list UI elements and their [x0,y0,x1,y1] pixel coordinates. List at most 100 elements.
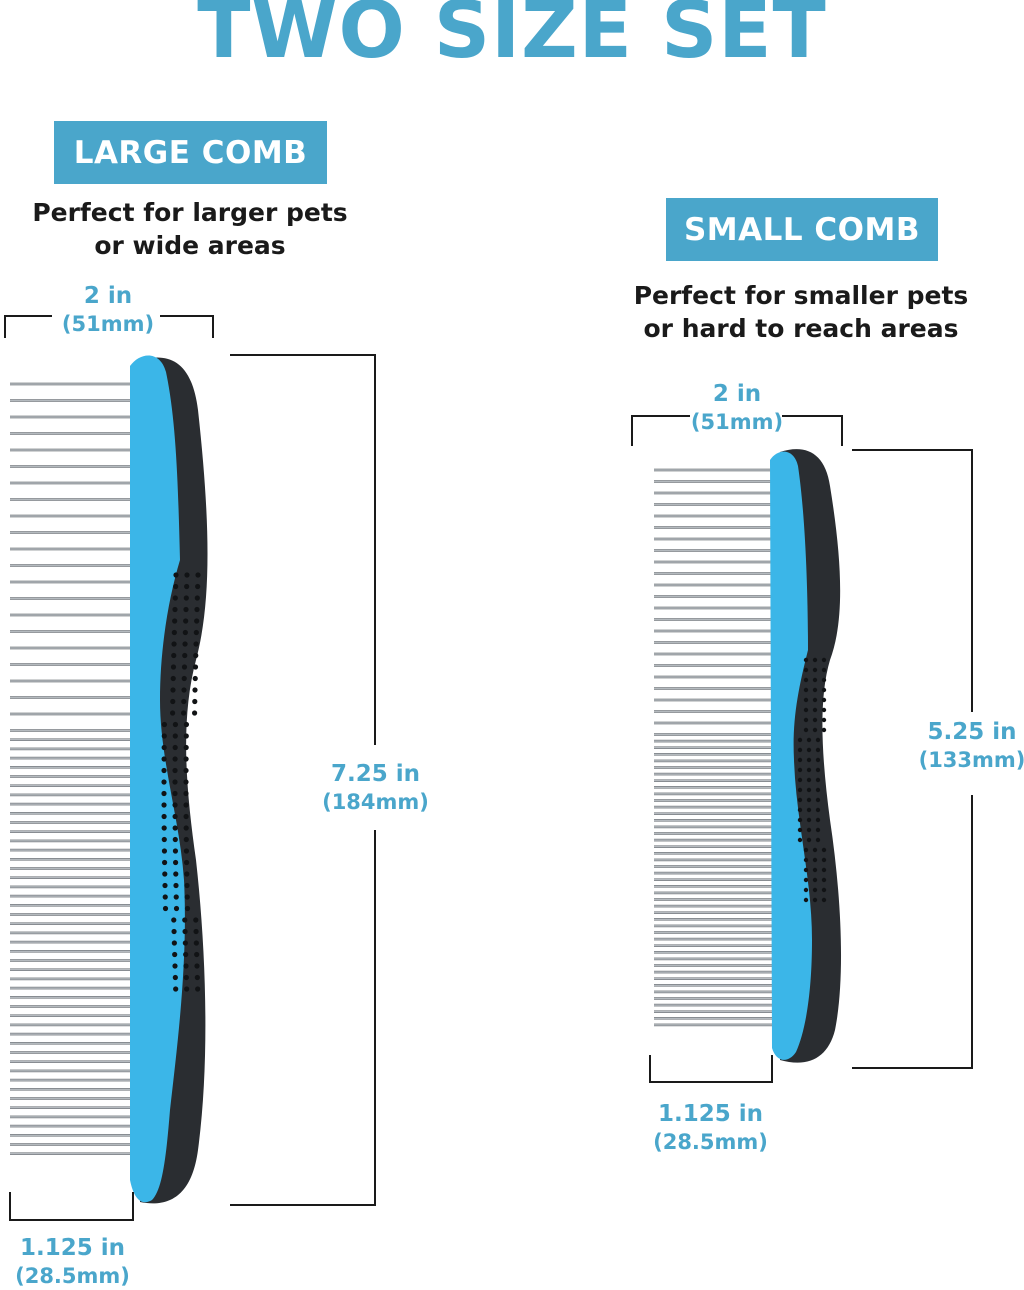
comb-tooth [10,432,134,435]
comb-tooth [10,646,134,650]
large-teeth-label: 1.125 in (28.5mm) [10,1234,135,1290]
grip-dot [194,974,200,981]
comb-tooth [10,1115,134,1119]
grip-dot [170,687,176,693]
comb-tooth [10,1124,134,1128]
grip-dot [182,928,188,935]
grip-dot [815,787,821,793]
grip-dot [183,595,189,601]
grip-dot [815,747,821,753]
grip-dot [806,837,812,843]
grip-dot [172,744,178,751]
grip-dot [181,698,187,705]
grip-dot [184,894,190,900]
grip-dot [184,871,190,877]
comb-tooth [10,465,134,468]
grip-dot [172,836,178,843]
grip-dot [170,664,177,670]
grip-dot [815,807,821,813]
grip-dot [183,721,190,728]
comb-tooth [10,959,134,962]
comb-tooth [10,839,134,843]
comb-tooth [654,812,772,815]
comb-tooth [654,491,772,495]
comb-tooth [654,514,772,518]
grip-dot [821,677,827,683]
comb-tooth [10,1023,134,1027]
comb-tooth [10,1060,134,1063]
grip-dot [812,887,818,893]
large-width-mm: (51mm) [61,312,155,336]
grip-dot [815,737,821,743]
grip-dot [815,797,821,803]
comb-tooth [654,721,772,725]
comb-tooth [654,911,772,914]
comb-tooth [10,498,134,501]
comb-tooth [10,415,134,419]
comb-tooth [10,1069,134,1073]
comb-tooth [654,526,772,529]
grip-dot [172,963,178,969]
large-width-label: 2 in (51mm) [48,282,168,338]
large-teeth-mm: (28.5mm) [15,1264,130,1288]
grip-dot [797,777,803,783]
grip-dot [806,777,812,783]
small-comb-grip-dots [797,657,827,903]
comb-tooth [10,1042,134,1045]
grip-dot [170,675,176,682]
grip-dot [803,847,809,853]
large-length-bracket [230,354,376,1206]
comb-tooth [654,675,772,679]
grip-dot [161,733,167,739]
large-comb-desc-line2: or wide areas [94,231,286,260]
comb-tooth [654,885,772,888]
comb-tooth [10,1014,134,1017]
grip-dot [172,813,178,820]
comb-tooth [654,799,772,802]
grip-dot [195,572,201,578]
grip-dot [182,652,188,659]
grip-dot [797,787,803,793]
comb-tooth [654,583,772,587]
comb-tooth [654,891,772,895]
comb-tooth [654,687,772,690]
comb-tooth [654,766,772,769]
grip-dot [821,697,827,703]
grip-dot [172,618,178,624]
grip-dot [193,629,199,636]
grip-dot [161,848,168,854]
small-length-label: 5.25 in (133mm) [910,718,1024,774]
comb-tooth [10,950,134,953]
grip-dot [192,675,198,682]
grip-dot [192,698,198,705]
comb-tooth [654,1003,772,1007]
comb-tooth [10,821,134,824]
grip-dot [182,641,188,647]
grip-dot [797,767,803,773]
grip-dot [172,790,178,797]
comb-tooth [654,1023,772,1027]
comb-tooth [654,1017,772,1020]
grip-dot [183,848,190,854]
grip-dot [797,807,803,813]
comb-tooth [654,845,772,848]
grip-dot [797,797,803,803]
comb-tooth [654,970,772,974]
comb-tooth [654,832,772,835]
comb-tooth [10,1032,134,1036]
grip-dot [812,867,818,873]
grip-dot [172,756,178,762]
comb-tooth [10,876,134,879]
grip-dot [812,727,818,733]
grip-dot [183,618,189,624]
grip-dot [815,767,821,773]
grip-dot [812,897,818,903]
grip-dot [815,757,821,763]
grip-dot [806,807,812,813]
comb-tooth [10,1106,134,1109]
grip-dot [183,859,190,866]
grip-dot [797,827,803,833]
comb-tooth [10,382,134,386]
comb-tooth [654,606,772,610]
grip-dot [184,583,190,590]
